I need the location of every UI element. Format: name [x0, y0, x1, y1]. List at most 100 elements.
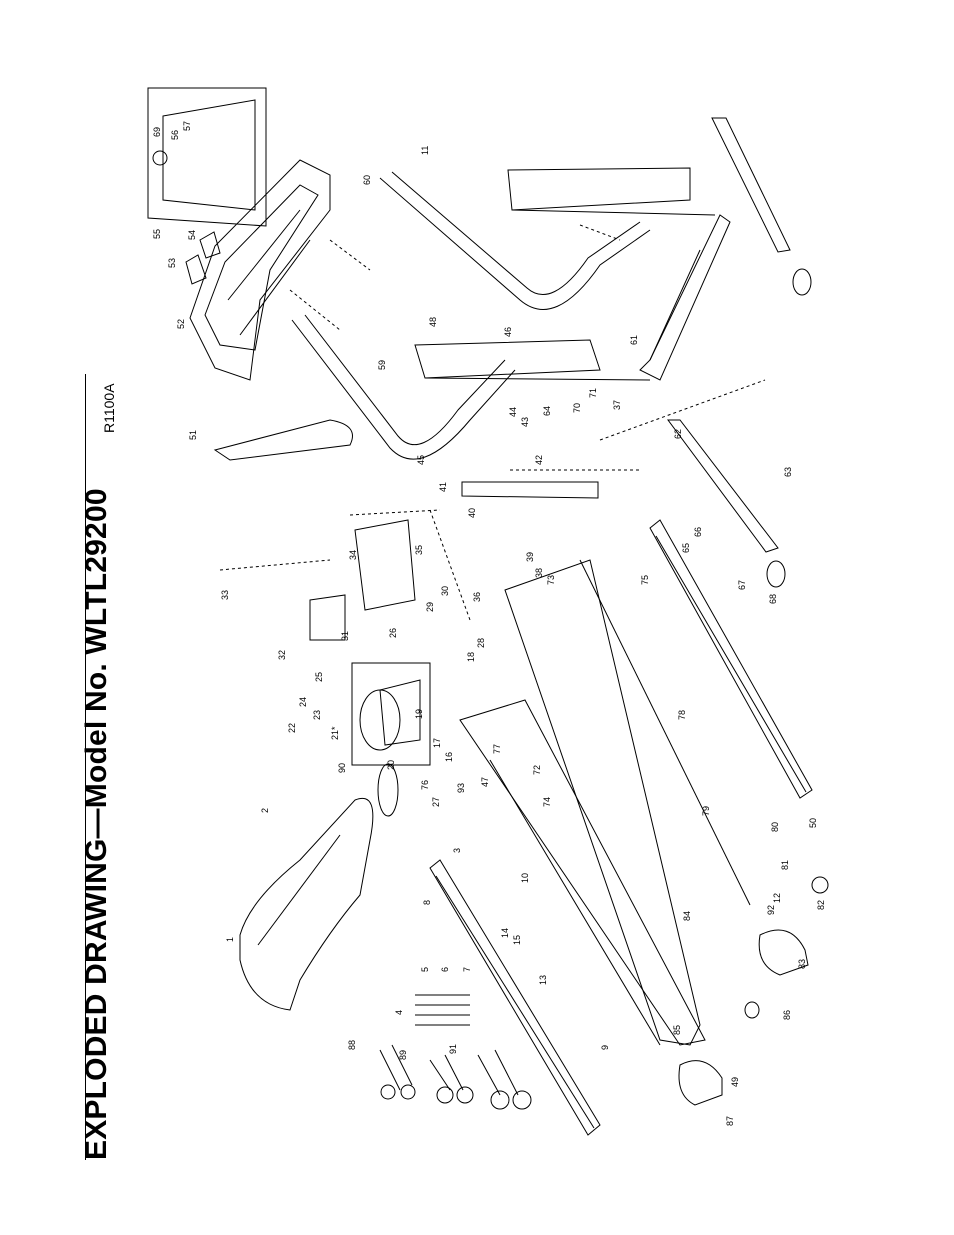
- callout-67: 67: [737, 580, 747, 590]
- callout-13: 13: [538, 975, 548, 985]
- base-crossbar-62: [711, 117, 791, 253]
- callout-62: 62: [673, 429, 683, 439]
- frame-rails: [459, 559, 751, 1046]
- callout-31: 31: [340, 631, 350, 641]
- callout-42: 42: [534, 455, 544, 465]
- callout-61: 61: [629, 335, 639, 345]
- callout-48: 48: [428, 317, 438, 327]
- callout-24: 24: [298, 697, 308, 707]
- motor-hood: [239, 798, 374, 1011]
- callout-68: 68: [768, 594, 778, 604]
- callout-22: 22: [287, 723, 297, 733]
- upright-post-41: [507, 167, 716, 216]
- callout-23: 23: [312, 710, 322, 720]
- callout-64: 64: [542, 406, 552, 416]
- callout-84: 84: [682, 911, 692, 921]
- callout-41: 41: [438, 482, 448, 492]
- callout-54: 54: [187, 230, 197, 240]
- callout-47: 47: [480, 777, 490, 787]
- upright-post-46: [414, 339, 651, 381]
- callout-89: 89: [398, 1050, 408, 1060]
- console-inset-box: [147, 87, 267, 227]
- callout-80: 80: [770, 822, 780, 832]
- callout-50: 50: [808, 818, 818, 828]
- accessory-tray-51: [213, 419, 353, 461]
- callout-82: 82: [816, 900, 826, 910]
- end-cap-left: [678, 1060, 723, 1106]
- weights-88: [379, 1044, 416, 1100]
- callout-20: 20: [386, 760, 396, 770]
- callout-93: 93: [456, 783, 466, 793]
- callout-46: 46: [503, 327, 513, 337]
- callout-79: 79: [701, 806, 711, 816]
- callout-5: 5: [420, 967, 430, 972]
- callout-88: 88: [347, 1040, 357, 1050]
- controller-board: [309, 594, 346, 641]
- callout-39: 39: [525, 552, 535, 562]
- foot-82b: [744, 1001, 760, 1019]
- callout-76: 76: [420, 780, 430, 790]
- callout-66: 66: [693, 527, 703, 537]
- callout-37: 37: [612, 400, 622, 410]
- callout-59: 59: [377, 360, 387, 370]
- callout-45: 45: [416, 455, 426, 465]
- callout-73: 73: [546, 575, 556, 585]
- callout-19: 19: [414, 709, 424, 719]
- callout-60: 60: [362, 175, 372, 185]
- base-crossbar-62b: [667, 419, 779, 553]
- callout-32: 32: [277, 650, 287, 660]
- callout-6: 6: [440, 967, 450, 972]
- callout-92: 92: [766, 905, 776, 915]
- callout-4: 4: [394, 1010, 404, 1015]
- callout-69: 69: [152, 127, 162, 137]
- callout-90: 90: [337, 763, 347, 773]
- callout-1: 1: [225, 937, 235, 942]
- callout-35: 35: [414, 545, 424, 555]
- callout-25: 25: [314, 672, 324, 682]
- callout-10: 10: [520, 873, 530, 883]
- callout-3: 3: [452, 848, 462, 853]
- controller-box: [354, 519, 416, 611]
- callout-30: 30: [440, 586, 450, 596]
- callout-51: 51: [188, 430, 198, 440]
- drive-belt: [377, 763, 399, 817]
- callout-87: 87: [725, 1116, 735, 1126]
- callout-63: 63: [783, 467, 793, 477]
- callout-2: 2: [260, 808, 270, 813]
- end-cap-right: [758, 929, 809, 976]
- callout-9: 9: [600, 1045, 610, 1050]
- callout-27: 27: [431, 797, 441, 807]
- base-frame-45: [639, 214, 731, 381]
- dashed-leaders: [219, 224, 766, 621]
- side-rail-right: [649, 519, 813, 799]
- callout-28: 28: [476, 638, 486, 648]
- callout-55: 55: [152, 229, 162, 239]
- title-rule: [85, 374, 86, 1160]
- callout-85: 85: [672, 1025, 682, 1035]
- wheel-68-upper: [792, 268, 812, 296]
- callout-86: 86: [782, 1010, 792, 1020]
- left-upright: [291, 314, 516, 460]
- right-upright: [379, 171, 651, 310]
- callout-72: 72: [532, 765, 542, 775]
- callout-81: 81: [780, 860, 790, 870]
- callout-15: 15: [512, 935, 522, 945]
- callout-65: 65: [681, 543, 691, 553]
- callout-16: 16: [444, 752, 454, 762]
- console-assembly: [185, 159, 331, 381]
- callout-78: 78: [677, 710, 687, 720]
- weights-89: [429, 1054, 474, 1104]
- callout-74: 74: [542, 797, 552, 807]
- weights-91: [477, 1049, 532, 1110]
- callout-7: 7: [462, 967, 472, 972]
- callout-33: 33: [220, 590, 230, 600]
- callout-56: 56: [170, 130, 180, 140]
- callout-44: 44: [508, 407, 518, 417]
- callout-91: 91: [448, 1044, 458, 1054]
- callout-40: 40: [467, 508, 477, 518]
- callout-21-star: 21*: [330, 726, 340, 740]
- callout-71: 71: [588, 388, 598, 398]
